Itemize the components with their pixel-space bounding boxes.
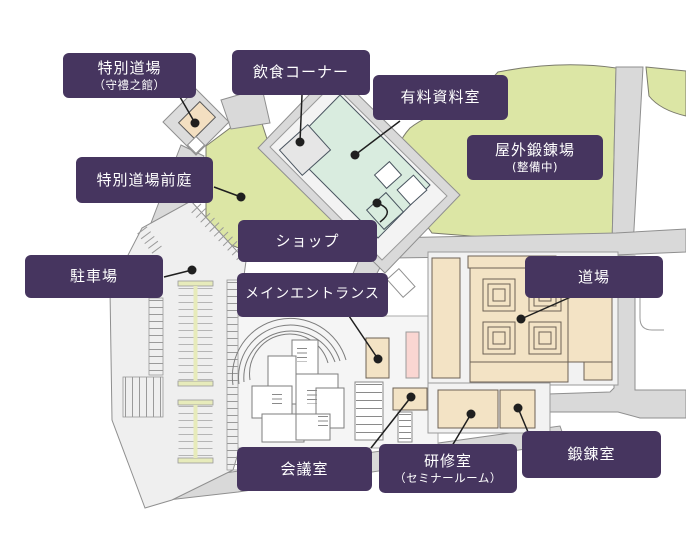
pink-building xyxy=(405,331,420,379)
label-outdoor-training: 屋外鍛錬場 (整備中) xyxy=(467,135,603,180)
dot-dojo xyxy=(516,314,526,324)
label-text: 駐車場 xyxy=(69,267,118,286)
label-subtext: （セミナールーム） xyxy=(394,470,502,485)
label-shop: ショップ xyxy=(238,220,377,262)
label-main-entrance: メインエントランス xyxy=(237,273,388,317)
label-text: 飲食コーナー xyxy=(252,63,349,82)
dot-forging-room xyxy=(513,403,523,413)
dot-food-corner xyxy=(295,137,305,147)
dot-shop xyxy=(372,198,382,208)
label-text: ショップ xyxy=(275,231,340,250)
dot-front-garden xyxy=(236,192,246,202)
dojo-right-small xyxy=(583,361,613,381)
central-mint-complex xyxy=(257,69,461,274)
label-forging-room: 鍛錬室 xyxy=(522,431,661,478)
label-text: 鍛錬室 xyxy=(567,445,616,464)
label-front-garden: 特別道場前庭 xyxy=(76,157,213,203)
label-subtext: (整備中) xyxy=(512,159,558,174)
road-top-right xyxy=(611,66,644,248)
label-archive-room: 有料資料室 xyxy=(373,75,508,120)
kiosk-diamond xyxy=(386,268,416,298)
gray-annex xyxy=(278,123,332,177)
dot-parking xyxy=(187,265,197,275)
label-subtext: （守禮之館） xyxy=(93,77,166,92)
white-cutout-2 xyxy=(396,174,428,206)
label-food-corner: 飲食コーナー xyxy=(232,50,370,95)
label-text: 特別道場 xyxy=(97,58,162,77)
dot-meeting-room xyxy=(406,392,416,402)
dojo-bottom-strip xyxy=(469,361,569,383)
thin-wall-line xyxy=(639,258,664,331)
label-text: 研修室 xyxy=(423,451,472,470)
training-room-building xyxy=(437,389,499,429)
dojo-left-column xyxy=(431,257,461,379)
parking-area xyxy=(109,200,247,509)
dot-training-room xyxy=(466,409,476,419)
label-text: メインエントランス xyxy=(245,286,380,303)
label-training-room: 研修室 （セミナールーム） xyxy=(379,444,517,493)
label-dojo: 道場 xyxy=(525,256,663,298)
marker-dots xyxy=(187,118,526,419)
dot-special-dojo xyxy=(190,118,200,128)
label-meeting-room: 会議室 xyxy=(237,447,372,491)
label-text: 屋外鍛錬場 xyxy=(494,140,575,159)
label-text: 道場 xyxy=(577,267,610,286)
white-cutout-1 xyxy=(373,160,403,190)
dot-main-entrance xyxy=(373,354,383,364)
green-wedge-top-right xyxy=(645,66,686,117)
label-text: 有料資料室 xyxy=(400,88,481,107)
dot-archive-room xyxy=(350,150,360,160)
label-special-dojo: 特別道場 （守禮之館） xyxy=(63,53,196,98)
label-text: 会議室 xyxy=(280,459,329,478)
label-text: 特別道場前庭 xyxy=(96,170,193,189)
label-parking: 駐車場 xyxy=(25,255,163,298)
